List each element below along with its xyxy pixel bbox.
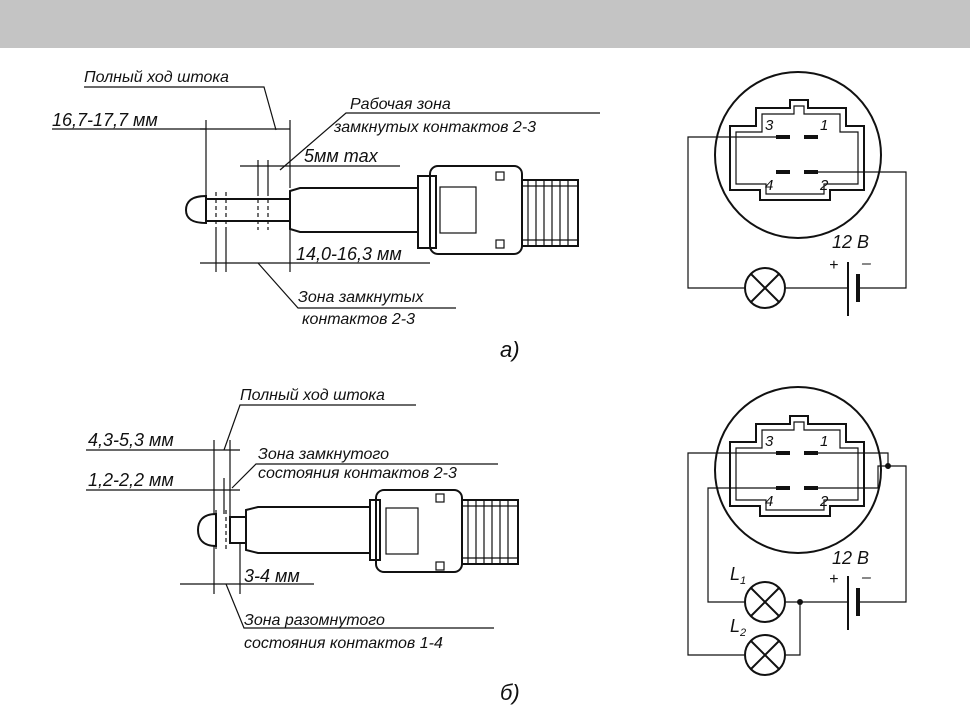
working-zone-label-line2-a: замкнутых контактов 2-3: [333, 119, 536, 136]
wire-pin1-junction-b: [818, 453, 888, 466]
dim1-value-b: 4,3-5,3 мм: [88, 430, 174, 450]
plug-ribs-b: [468, 500, 508, 564]
caption-b: б): [500, 680, 520, 705]
dim3-value-b: 3-4 мм: [244, 566, 300, 586]
closed-zone-label-line2-a: контактов 2-3: [302, 311, 415, 328]
pin-label-2-b: 2: [819, 493, 829, 510]
latch-top-a: [496, 172, 504, 180]
pin-label-3-a: 3: [765, 117, 774, 134]
pin-3-a: [776, 135, 790, 139]
connector-flange-a: [418, 176, 436, 248]
battery-minus-b: –: [861, 569, 871, 586]
full-stroke-label-a: Полный ход штока: [84, 69, 229, 86]
dim2-value-b: 1,2-2,2 мм: [88, 470, 174, 490]
connector-plug-b: [462, 500, 518, 564]
pin-label-4-a: 4: [765, 177, 773, 194]
connector-plug-a: [522, 180, 578, 246]
closed-zone-label-line1-a: Зона замкнутых: [298, 289, 424, 306]
labels-b: Полный ход штока 4,3-5,3 мм Зона замкнут…: [88, 387, 520, 705]
battery-plus-a: +: [829, 257, 838, 274]
wire-lamp2-node-b: [786, 602, 800, 655]
pin-3-b: [776, 451, 790, 455]
closed-zone-label-line2-b: состояния контактов 2-3: [258, 465, 457, 482]
lamp-l2-label-b: L2: [730, 616, 746, 639]
full-stroke-value-a: 16,7-17,7 мм: [52, 110, 158, 130]
pin-4-b: [776, 486, 790, 490]
caption-a: а): [500, 337, 520, 362]
latch-bottom-b: [436, 562, 444, 570]
plunger-head-a: [186, 196, 206, 223]
length-value-a: 14,0-16,3 мм: [296, 244, 402, 264]
switch-body-a: [290, 188, 418, 232]
switch-drawing-b: [198, 490, 518, 572]
open-zone-label-line1-b: Зона разомнутого: [244, 612, 385, 629]
battery-voltage-b: 12 В: [832, 548, 869, 568]
plunger-collar-b: [230, 517, 246, 543]
full-stroke-label-b: Полный ход штока: [240, 387, 385, 404]
latch-top-b: [436, 494, 444, 502]
plug-ribs-a: [528, 180, 568, 246]
connector-window-b: [386, 508, 418, 554]
lamp-l1-label-b: L1: [730, 564, 746, 587]
plunger-head-b: [198, 514, 216, 546]
pin-1-b: [804, 451, 818, 455]
connector-face-b: [715, 387, 881, 553]
circuit-b: 3 1 4 2 L1 L2 12 В + –: [688, 387, 906, 675]
circuit-a: 3 1 4 2 12 В + –: [688, 72, 906, 316]
wire-pin2-junction-b: [818, 466, 888, 488]
plunger-outline-b: [216, 510, 226, 550]
plunger-shaft-a: [206, 199, 290, 221]
pin-label-1-b: 1: [820, 433, 828, 450]
plunger-extended-outline-a: [216, 192, 226, 230]
battery-plus-b: +: [829, 571, 838, 588]
latch-bottom-a: [496, 240, 504, 248]
closed-zone-label-line1-b: Зона замкнутого: [258, 446, 389, 463]
plunger-retracted-outline-a: [258, 192, 268, 230]
pin-label-1-a: 1: [820, 117, 828, 134]
working-zone-label-line1-a: Рабочая зона: [350, 96, 451, 113]
wire-pin3-lamp-a: [688, 137, 776, 288]
switch-body-b: [246, 507, 370, 553]
pin-4-a: [776, 170, 790, 174]
open-zone-label-line2-b: состояния контактов 1-4: [244, 635, 443, 652]
connector-socket-b: [730, 416, 864, 516]
connector-socket-a: [730, 100, 864, 200]
pin-2-b: [804, 486, 818, 490]
pin-label-2-a: 2: [819, 177, 829, 194]
connector-face-a: [715, 72, 881, 238]
connector-housing-b: [376, 490, 462, 572]
connector-window-a: [440, 187, 476, 233]
max-travel-label-a: 5мм max: [304, 146, 379, 166]
pin-1-a: [804, 135, 818, 139]
battery-minus-a: –: [861, 255, 871, 272]
battery-voltage-a: 12 В: [832, 232, 869, 252]
pin-label-4-b: 4: [765, 493, 773, 510]
pin-label-3-b: 3: [765, 433, 774, 450]
node-dot-b: [797, 599, 803, 605]
switch-drawing-a: [186, 166, 578, 254]
pin-2-a: [804, 170, 818, 174]
